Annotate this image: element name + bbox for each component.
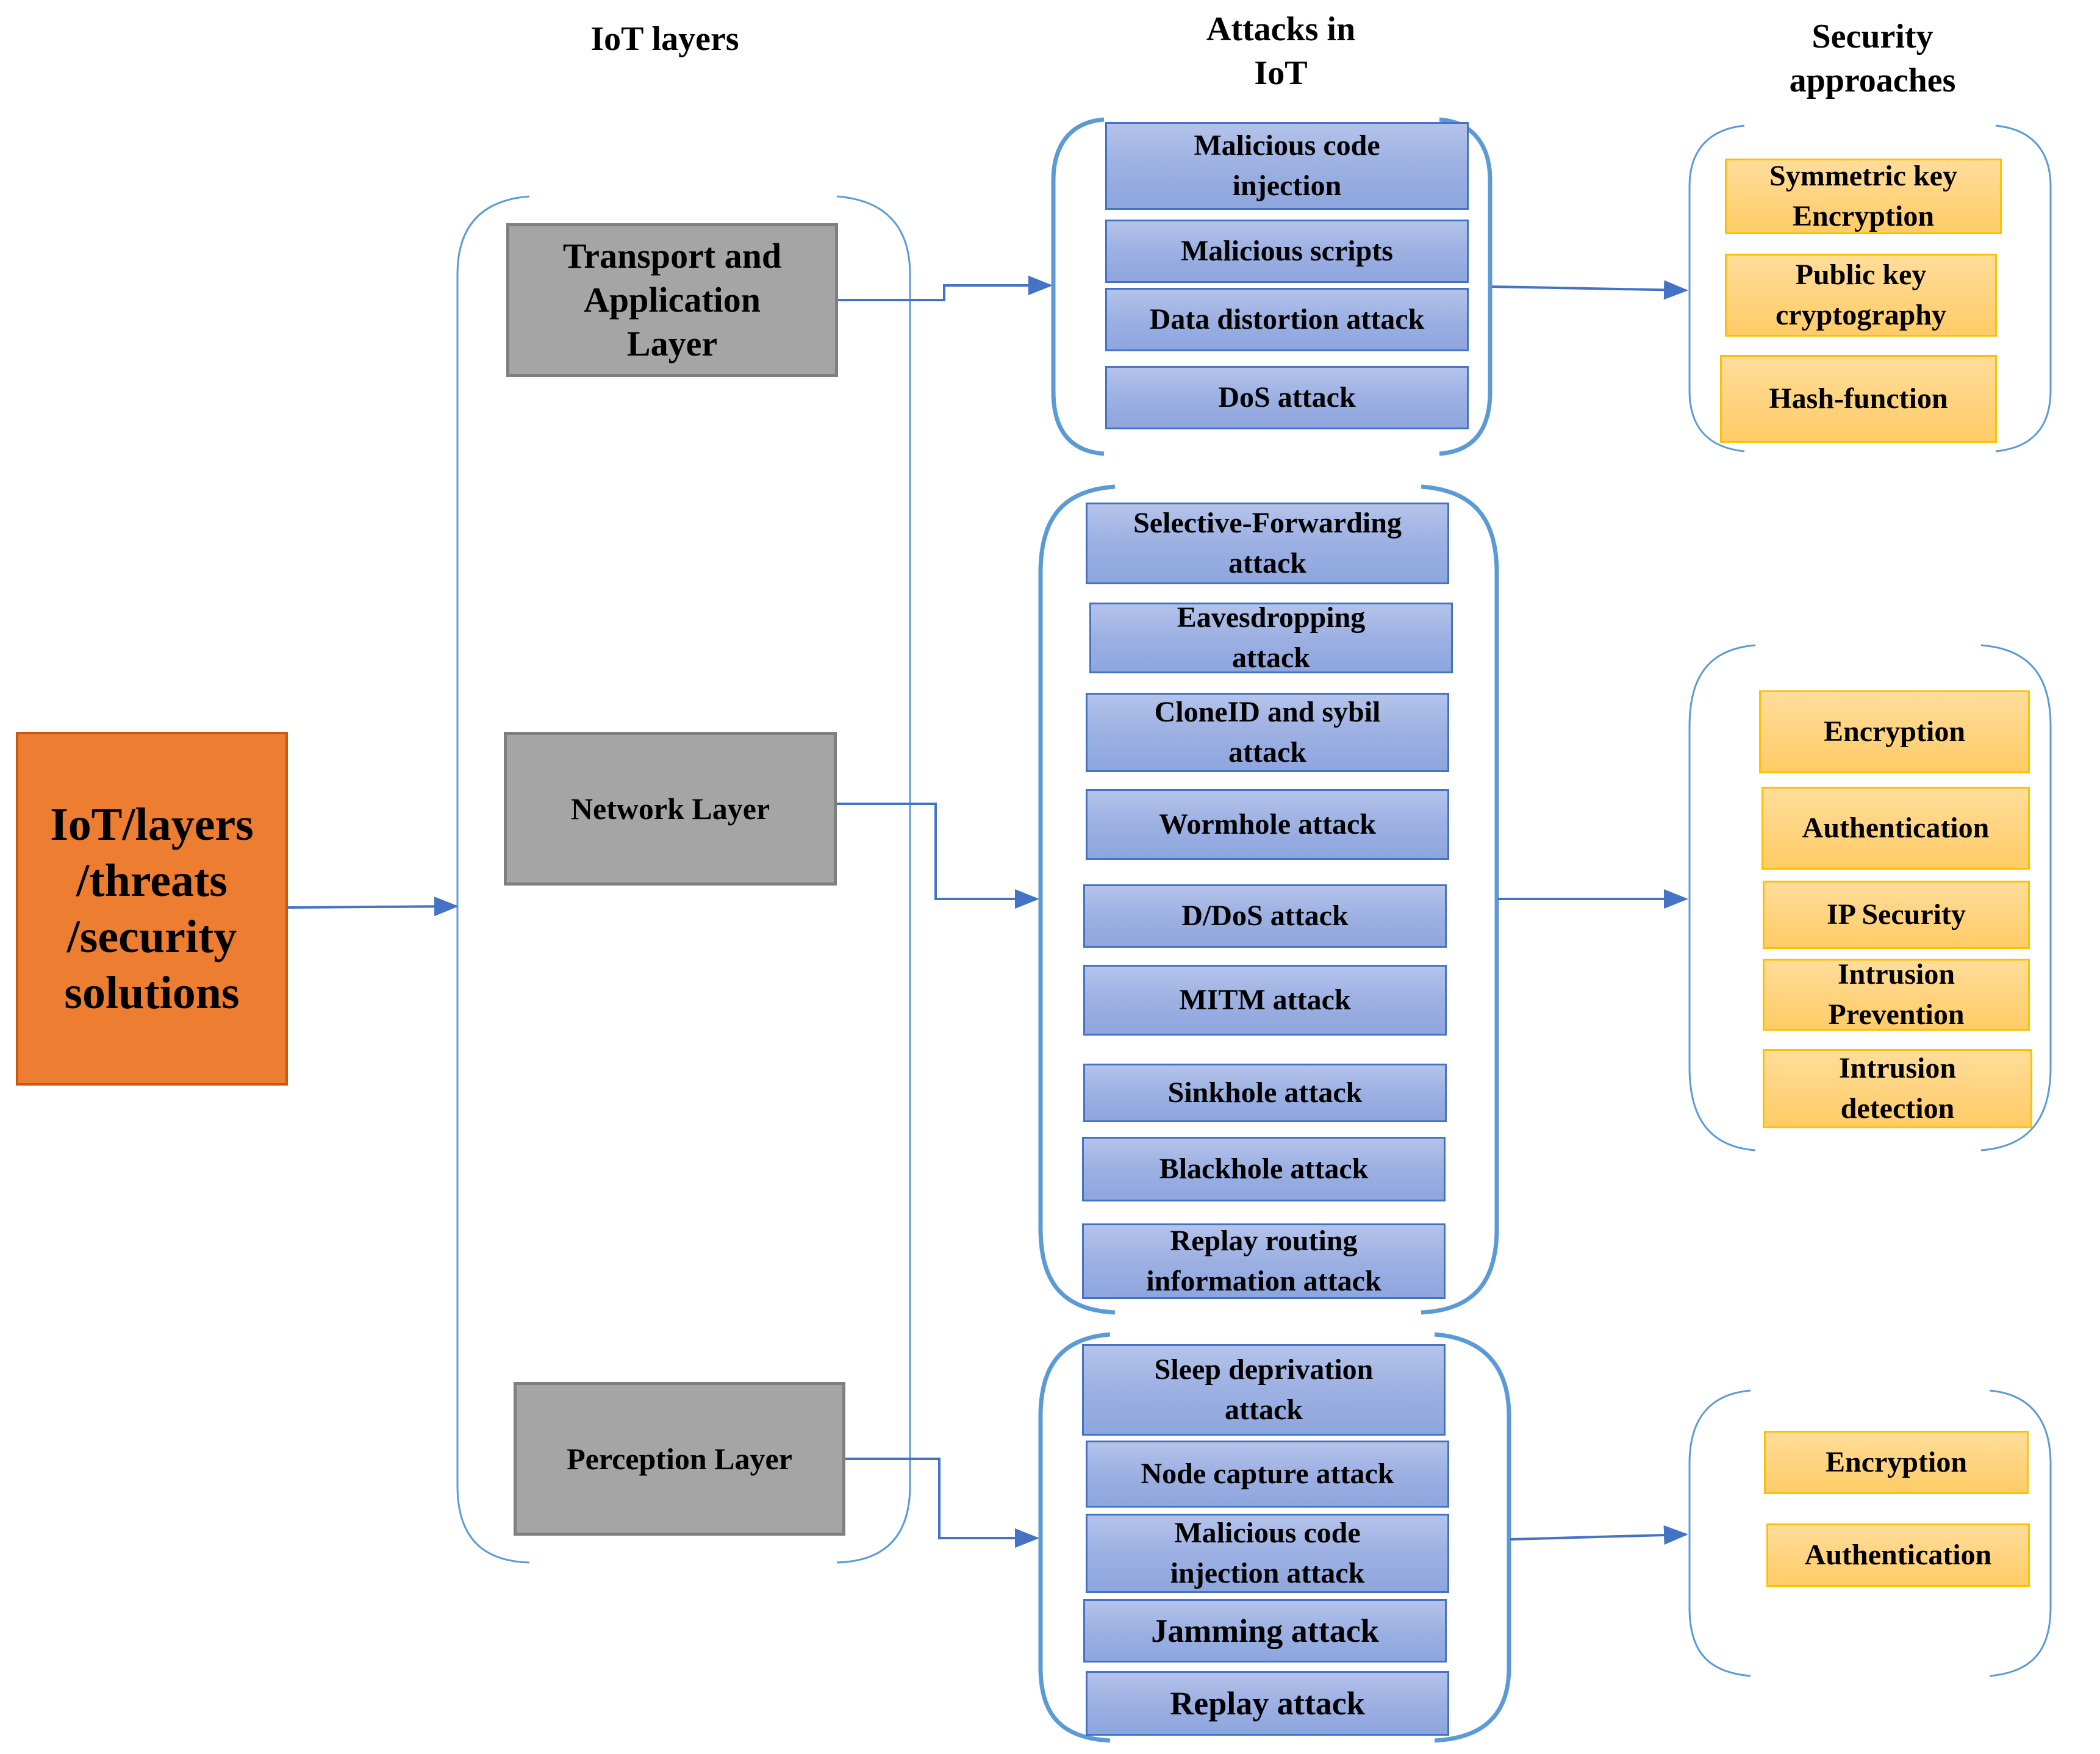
attack-label: DoS attack	[1218, 381, 1356, 413]
security-authentication-network: Authentication	[1761, 787, 2030, 870]
attack-jamming: Jamming attack	[1083, 1599, 1447, 1663]
heading-security-approaches: Security approaches	[1789, 18, 1956, 99]
security-ip-security: IP Security	[1763, 881, 2030, 949]
attack-label: Malicious code injection attack	[1170, 1517, 1365, 1589]
layer-perception: Perception Layer	[514, 1382, 845, 1536]
attack-ddos: D/DoS attack	[1083, 884, 1447, 948]
attack-label: Wormhole attack	[1159, 808, 1376, 840]
security-label: Symmetric key Encryption	[1769, 160, 1957, 232]
security-intrusion-prevention: Intrusion Prevention	[1763, 958, 2030, 1031]
attack-label: Selective-Forwarding attack	[1133, 507, 1402, 579]
attack-label: Data distortion attack	[1149, 303, 1425, 335]
arrow-transport-to-attacks	[838, 276, 1053, 301]
arrow-network-to-attacks	[837, 803, 1039, 909]
security-label: Hash-function	[1769, 382, 1948, 415]
attack-eavesdropping: Eavesdropping attack	[1089, 601, 1453, 674]
security-label: IP Security	[1827, 898, 1966, 931]
root-box: IoT/layers /threats /security solutions	[16, 732, 288, 1086]
security-symmetric-key-encryption: Symmetric key Encryption	[1725, 159, 2002, 234]
attack-data-distortion: Data distortion attack	[1105, 288, 1469, 351]
attack-replay: Replay attack	[1086, 1671, 1449, 1736]
security-label: Encryption	[1825, 1446, 1968, 1478]
attack-label: Malicious scripts	[1181, 235, 1393, 267]
layer-label: Transport and Application Layer	[562, 236, 782, 363]
heading-attacks-in-iot: Attacks in IoT	[1206, 10, 1356, 92]
security-encryption-perception: Encryption	[1764, 1431, 2029, 1494]
security-authentication-perception: Authentication	[1766, 1523, 2030, 1587]
security-label: Intrusion detection	[1838, 1052, 1957, 1125]
security-bracket-transport-left	[1688, 124, 1745, 453]
arrow-transport-attacks-to-security	[1491, 280, 1688, 300]
root-label: IoT/layers /threats /security solutions	[50, 799, 254, 1018]
security-encryption-network: Encryption	[1759, 690, 2030, 773]
layer-transport-application: Transport and Application Layer	[506, 223, 838, 377]
attack-bracket-transport-left	[1051, 117, 1105, 456]
attack-label: Eavesdropping attack	[1177, 601, 1366, 674]
security-label: Authentication	[1802, 812, 1990, 844]
attack-sinkhole: Sinkhole attack	[1083, 1064, 1447, 1122]
security-label: Public key cryptography	[1776, 259, 1946, 331]
attack-label: Node capture attack	[1141, 1458, 1394, 1490]
security-hash-function: Hash-function	[1720, 355, 1997, 443]
attack-bracket-network-left	[1038, 484, 1116, 1315]
attack-malicious-code-injection-perception: Malicious code injection attack	[1086, 1514, 1449, 1593]
attack-label: Blackhole attack	[1159, 1153, 1369, 1185]
attack-label: Replay attack	[1170, 1685, 1365, 1722]
attack-mitm: MITM attack	[1083, 965, 1447, 1036]
attack-cloneid-sybil: CloneID and sybil attack	[1086, 693, 1449, 772]
attack-label: Sinkhole attack	[1167, 1076, 1363, 1109]
layers-bracket-right	[836, 195, 911, 1564]
security-intrusion-detection: Intrusion detection	[1763, 1049, 2032, 1128]
attack-label: D/DoS attack	[1181, 900, 1349, 932]
layer-network: Network Layer	[504, 732, 837, 886]
attack-label: Malicious code injection	[1194, 129, 1380, 202]
attack-label: Sleep deprivation attack	[1154, 1353, 1374, 1426]
attack-selective-forwarding: Selective-Forwarding attack	[1086, 503, 1449, 584]
arrow-perception-to-attacks	[845, 1458, 1039, 1548]
attack-label: CloneID and sybil attack	[1154, 696, 1381, 768]
security-bracket-perception-right	[1989, 1389, 2052, 1677]
attack-bracket-perception-right	[1434, 1332, 1511, 1743]
attack-label: Jamming attack	[1151, 1613, 1379, 1649]
attack-node-capture: Node capture attack	[1086, 1441, 1449, 1508]
security-label: Encryption	[1823, 715, 1966, 748]
layer-label: Network Layer	[570, 792, 770, 826]
attack-sleep-deprivation: Sleep deprivation attack	[1082, 1344, 1446, 1436]
layer-label: Perception Layer	[567, 1442, 792, 1476]
attack-replay-routing: Replay routing information attack	[1082, 1223, 1446, 1299]
attack-malicious-scripts: Malicious scripts	[1105, 220, 1469, 283]
attack-bracket-network-right	[1421, 484, 1499, 1315]
security-label: Intrusion Prevention	[1828, 958, 1965, 1031]
attack-dos: DoS attack	[1105, 366, 1469, 429]
arrow-root-to-layers	[287, 897, 459, 917]
attack-wormhole: Wormhole attack	[1086, 789, 1449, 860]
attack-blackhole: Blackhole attack	[1082, 1137, 1446, 1201]
attack-label: Replay routing information attack	[1146, 1225, 1381, 1297]
attack-malicious-code-injection: Malicious code injection	[1105, 122, 1469, 210]
attack-label: MITM attack	[1179, 984, 1351, 1016]
security-bracket-network-left	[1688, 644, 1756, 1151]
security-label: Authentication	[1804, 1539, 1992, 1571]
arrow-perception-attacks-to-security	[1510, 1525, 1688, 1545]
heading-iot-layers: IoT layers	[590, 20, 739, 58]
security-bracket-transport-right	[1995, 124, 2052, 453]
attack-bracket-perception-left	[1038, 1332, 1111, 1743]
layers-bracket-left	[456, 195, 530, 1564]
security-bracket-network-right	[1980, 644, 2052, 1151]
security-bracket-perception-left	[1688, 1389, 1751, 1677]
security-public-key-cryptography: Public key cryptography	[1725, 254, 1997, 337]
